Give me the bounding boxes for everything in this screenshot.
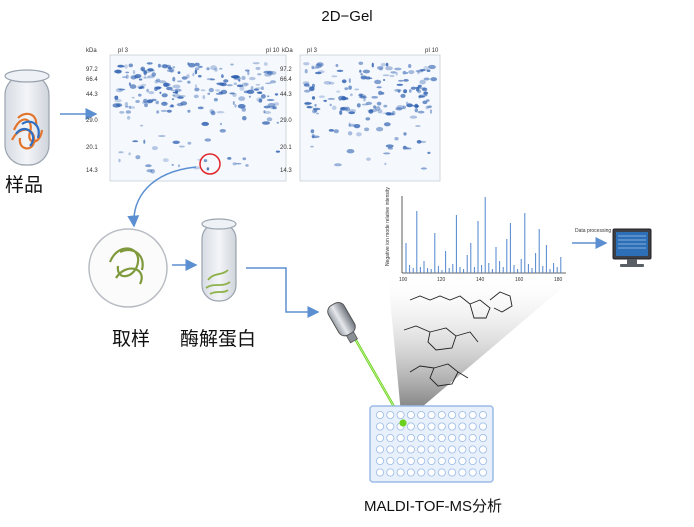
- arrow-digest-to-maldi: [246, 267, 320, 318]
- gel2-marker-2: 66.4: [280, 77, 292, 83]
- spectrum-xtick-1: 100: [399, 277, 408, 283]
- molecule-structure-icon: [403, 291, 513, 387]
- digest-label: 酶解蛋白: [180, 328, 257, 350]
- spectrum-xtick-3: 140: [476, 277, 485, 283]
- gel2-marker-3: 44.3: [280, 92, 292, 98]
- gel-marker-6: 14.3: [86, 168, 98, 174]
- gel-marker-1: 97.2: [86, 67, 98, 73]
- computer-monitor-icon: [612, 228, 652, 267]
- gel2-pi-right: pI 10: [425, 48, 439, 54]
- gel2-marker-6: 14.3: [280, 168, 292, 174]
- gel2-kda-label: kDa: [282, 48, 293, 54]
- gel2-marker-4: 29.0: [280, 118, 292, 124]
- selected-spot-highlight: [199, 153, 221, 175]
- spectrum-xtick-4: 160: [515, 277, 524, 283]
- spectrum-ylabel: Negative ion mode relative intensity: [385, 187, 391, 266]
- gel-pi-right: pI 10: [266, 48, 280, 54]
- gel-kda-label: kDa: [86, 48, 97, 54]
- sample-tube-icon: [4, 69, 50, 166]
- maldi-analysis-label: MALDI-TOF-MS分析: [364, 498, 503, 515]
- gel-image-right: kDa pI 3 pI 10 97.2 66.4 44.3 29.0 20.1 …: [280, 48, 441, 182]
- gel-marker-3: 44.3: [86, 92, 98, 98]
- extract-label: 取样: [112, 328, 151, 350]
- maldi-target-plate: [369, 405, 494, 483]
- gel2-marker-5: 20.1: [280, 145, 292, 151]
- gel-image-left: kDa pI 3 pI 10 97.2 66.4 44.3 29.0 20.1 …: [86, 48, 287, 182]
- gel-pi-left: pI 3: [118, 48, 129, 54]
- mass-spectrum-chart: Negative ion mode relative intensity 100…: [385, 187, 566, 283]
- gel-marker-2: 66.4: [86, 77, 98, 83]
- ion-beam: [388, 278, 574, 424]
- arrow-gel-to-extract: [127, 166, 197, 228]
- extracted-protein-icon: [88, 228, 168, 308]
- gel2-marker-1: 97.2: [280, 67, 292, 73]
- gel2-pi-left: pI 3: [307, 48, 318, 54]
- spectrum-xtick-2: 120: [437, 277, 446, 283]
- sample-label: 样品: [5, 174, 44, 196]
- digest-tube-icon: [201, 218, 237, 302]
- data-processing-label: Data processing: [575, 228, 611, 234]
- gel-marker-5: 20.1: [86, 145, 98, 151]
- spectrum-xtick-5: 180: [554, 277, 563, 283]
- gel-marker-4: 29.0: [86, 118, 98, 124]
- gel-title: 2D−Gel: [321, 8, 373, 25]
